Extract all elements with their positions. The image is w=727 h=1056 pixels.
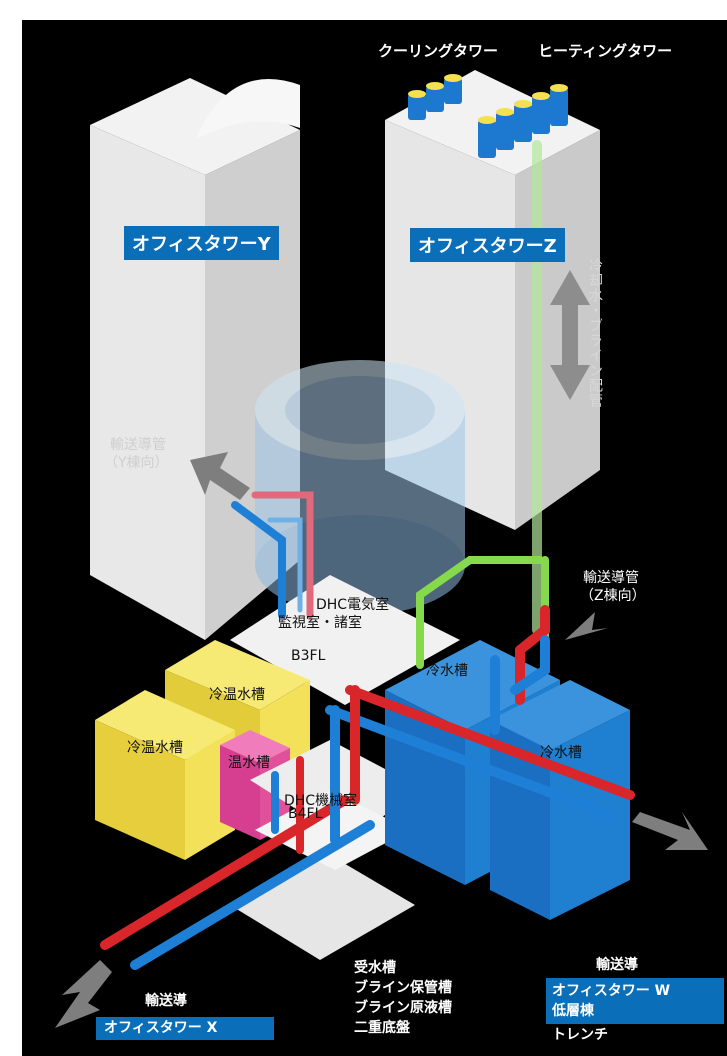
tower-w-label-box: オフィスタワー W 低層棟 [546,978,724,1024]
tower-x-label: オフィスタワー X [96,1017,274,1040]
transport-z-label-2: （Z棟向） [580,588,646,604]
lower-slab [230,855,415,960]
trench-label: トレンチ [552,1027,608,1043]
tower-y-left-face [90,125,205,640]
cold-tank-2-label: 冷水槽 [540,745,582,761]
tower-y-roof-dome [195,79,300,140]
transport-y-label-1: 輸送導管 [110,437,166,453]
transport-y-arrow [190,452,250,500]
dhc-machine-room-label: DHC機械室 [284,793,358,809]
dhc-electric-room-label: DHC電気室 [316,597,390,613]
transport-w-label: 輸送導 [596,957,638,973]
basement-item-3: ブライン原液槽 [354,1000,452,1016]
transport-y-label-2: （Y棟向） [104,455,169,471]
cold-hot-tank-1-label: 冷温水槽 [209,687,265,703]
cold-tank-1-label: 冷水槽 [426,663,468,679]
heating-tower-label: ヒーティングタワー [538,42,673,60]
cooling-tower-label: クーリングタワー [378,42,499,60]
monitoring-room-label: 監視室・諸室 [278,615,362,631]
transport-x-arrow [55,960,112,1028]
heating-tower-units [478,84,568,158]
basement-list: 受水槽 ブライン保管槽 ブライン原液槽 二重底盤 [354,958,452,1038]
tower-z-label: オフィスタワーZ [410,228,565,262]
transport-x-label: 輸送導 [145,993,187,1009]
vertical-double-arrow [550,270,590,400]
transport-z-arrow [565,612,608,640]
basement-item-4: 二重底盤 [354,1020,410,1036]
transport-z-label-1: 輸送導管 [583,570,639,586]
cooling-tower-units [408,74,462,120]
tank-cold-2 [490,680,630,920]
tower-w-line-1: オフィスタワー W [552,983,671,999]
tower-w-line-2: 低層棟 [552,1003,594,1019]
basement-item-2: ブライン保管槽 [354,980,452,996]
glass-cylinder [255,360,465,615]
hot-tank-label: 温水槽 [228,755,270,771]
cold-hot-tank-2-label: 冷温水槽 [127,740,183,756]
b3fl-label: B3FL [291,648,326,664]
cooling-pipe-label: 冷却水・ブライン配管 [587,258,603,408]
main-pipes [100,605,635,970]
tower-y-label: オフィスタワーY [124,226,279,260]
transport-w-arrow [632,812,708,850]
tower-y-roof [90,78,300,175]
pipes-to-tower-y [231,491,314,619]
b4fl-label: B4FL [288,806,323,822]
basement-item-1: 受水槽 [354,960,396,976]
